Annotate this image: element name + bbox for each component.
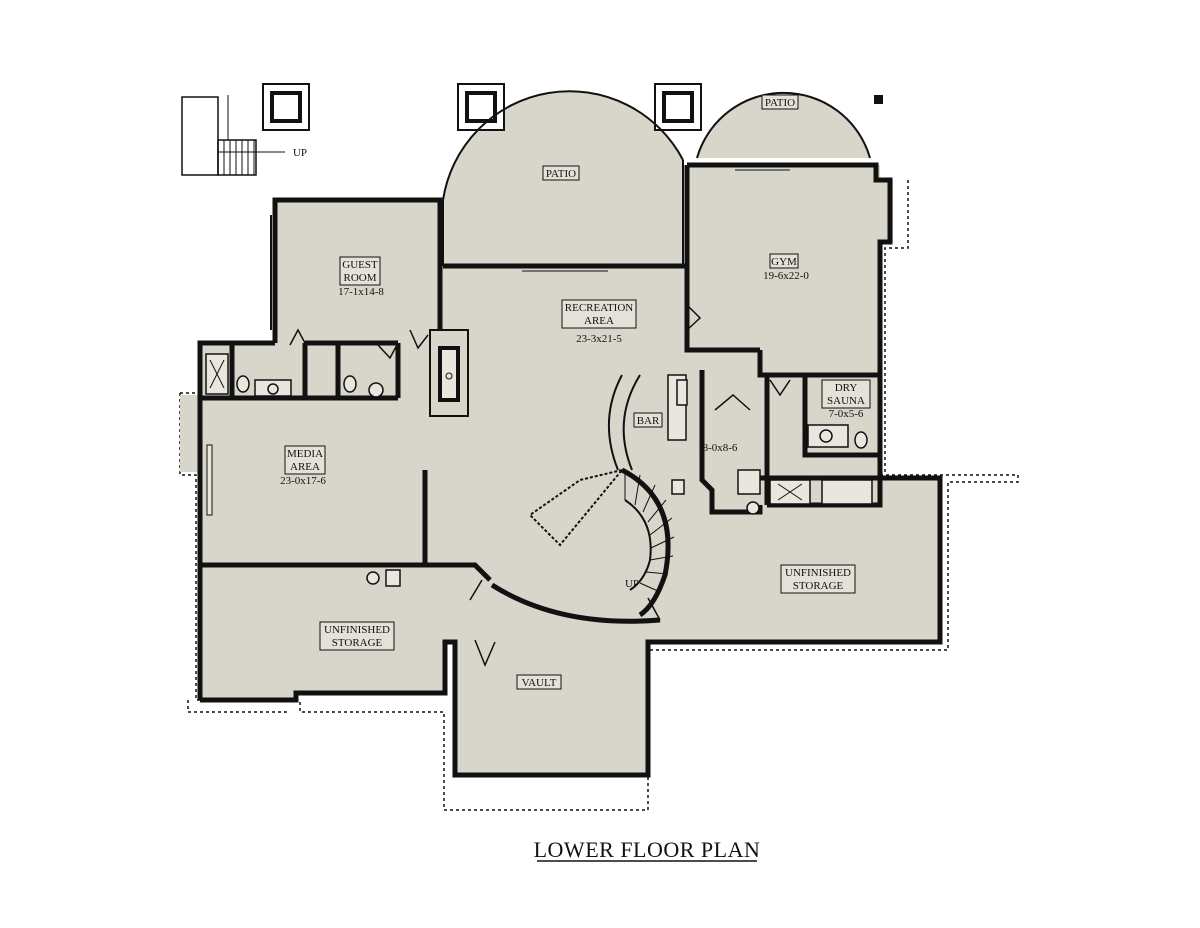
recreation-area-label: RECREATION AREA 23-3x21-5: [561, 299, 637, 345]
patio-outlines: [442, 90, 871, 201]
outdoor-stair-up-label: UP: [293, 147, 307, 159]
small-room-dims: 8-0x8-6: [703, 442, 738, 454]
svg-text:STORAGE: STORAGE: [332, 637, 383, 649]
svg-text:UNFINISHED: UNFINISHED: [785, 567, 851, 579]
doors: [289, 169, 791, 667]
walls: [197, 160, 943, 778]
svg-text:VAULT: VAULT: [522, 677, 557, 689]
svg-text:PATIO: PATIO: [765, 97, 795, 109]
room-labels: PATIO PATIO GUEST ROOM 17-1x14-8 RECREAT…: [280, 94, 871, 690]
gym-label: GYM 19-6x22-0: [763, 253, 809, 282]
svg-text:MEDIA: MEDIA: [287, 448, 323, 460]
bar-label: BAR: [633, 412, 663, 428]
svg-text:STORAGE: STORAGE: [793, 580, 844, 592]
svg-text:23-3x21-5: 23-3x21-5: [576, 333, 622, 345]
guest-room-label: GUEST ROOM 17-1x14-8: [338, 256, 384, 298]
svg-text:GYM: GYM: [771, 256, 797, 268]
svg-text:17-1x14-8: 17-1x14-8: [338, 286, 384, 298]
fixtures: [205, 353, 873, 587]
svg-text:BAR: BAR: [637, 415, 660, 427]
patio-right-floor: [697, 92, 870, 158]
svg-text:ROOM: ROOM: [343, 272, 376, 284]
svg-text:RECREATION: RECREATION: [565, 302, 634, 314]
svg-text:GUEST: GUEST: [342, 259, 378, 271]
svg-text:DRY: DRY: [835, 382, 858, 394]
svg-text:AREA: AREA: [290, 461, 320, 473]
svg-text:PATIO: PATIO: [546, 168, 576, 180]
dry-sauna-label: DRY SAUNA 7-0x5-6: [821, 379, 871, 420]
svg-text:SAUNA: SAUNA: [827, 395, 865, 407]
plan-title-text: LOWER FLOOR PLAN: [534, 837, 761, 862]
vault-label: VAULT: [516, 674, 562, 690]
svg-text:7-0x5-6: 7-0x5-6: [829, 408, 864, 420]
columns: [262, 83, 883, 131]
outdoor-stair: UP: [181, 95, 307, 176]
svg-text:23-0x17-6: 23-0x17-6: [280, 475, 326, 487]
svg-text:AREA: AREA: [584, 315, 614, 327]
spiral-stair-up-label: UP: [625, 578, 639, 590]
spiral-stair: UP: [528, 467, 675, 618]
storage-left-label: UNFINISHED STORAGE: [319, 621, 395, 651]
storage-right-label: UNFINISHED STORAGE: [780, 564, 856, 594]
svg-text:UNFINISHED: UNFINISHED: [324, 624, 390, 636]
media-area-label: MEDIA AREA 23-0x17-6: [280, 445, 326, 487]
patio-right-label: PATIO: [761, 94, 799, 110]
patio-left-label: PATIO: [542, 165, 580, 181]
svg-text:19-6x22-0: 19-6x22-0: [763, 270, 809, 282]
plan-title: LOWER FLOOR PLAN: [534, 837, 761, 862]
